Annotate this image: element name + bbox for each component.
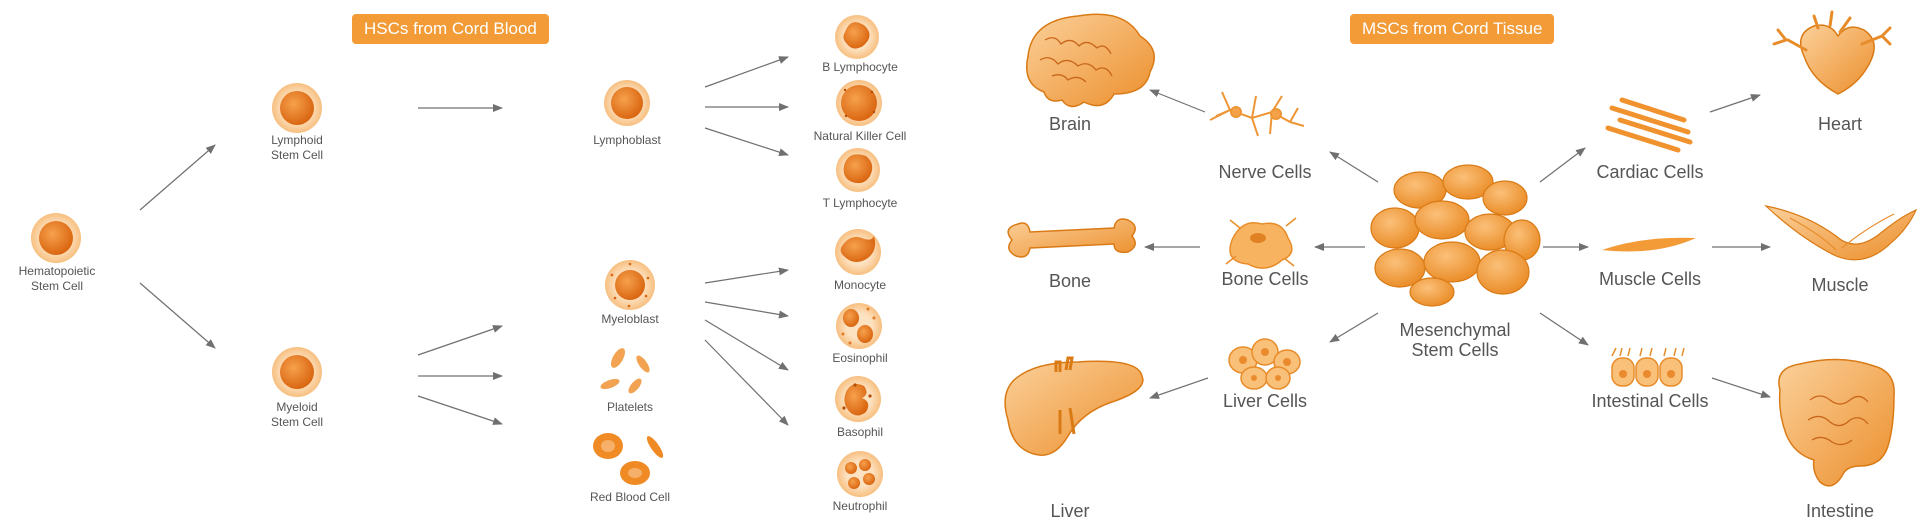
neutrophil-label: Neutrophil bbox=[832, 499, 888, 513]
nk-cell-image bbox=[836, 80, 882, 126]
msc-arrows bbox=[1144, 89, 1771, 399]
liver-cells-label: Liver Cells bbox=[1222, 391, 1308, 411]
arrow-to-t-lymphocyte bbox=[704, 127, 789, 157]
platelets-label: Platelets bbox=[606, 400, 654, 414]
basophil-label: Basophil bbox=[836, 425, 884, 439]
liver-cells-image bbox=[1228, 338, 1301, 390]
arrow-to-monocyte bbox=[704, 267, 789, 284]
platelets-image bbox=[600, 348, 650, 394]
arrow-livercells-to-liver bbox=[1149, 377, 1209, 399]
red-blood-cell-image bbox=[593, 433, 664, 485]
lymphoid-stem-cell-image bbox=[272, 83, 322, 133]
arrow-intestinal-to-intestine bbox=[1711, 377, 1771, 398]
arrow-nerve-to-brain bbox=[1149, 89, 1206, 113]
arrow-hsc-to-myeloid bbox=[139, 282, 216, 349]
msc-label-line2: Stem Cells bbox=[1411, 340, 1499, 360]
heart-image bbox=[1772, 10, 1892, 95]
hsc-arrows bbox=[139, 56, 789, 426]
msc-title-badge: MSCs from Cord Tissue bbox=[1350, 14, 1555, 44]
brain-label: Brain bbox=[1048, 114, 1092, 134]
hsc-title-badge: HSCs from Cord Blood bbox=[352, 14, 549, 44]
intestinal-cells-label: Intestinal Cells bbox=[1591, 391, 1709, 411]
nerve-cells-label: Nerve Cells bbox=[1218, 162, 1312, 182]
nk-cell-label: Natural Killer Cell bbox=[813, 129, 907, 143]
myeloid-stem-cell-image bbox=[272, 347, 322, 397]
hematopoietic-label-line2: Stem Cell bbox=[30, 279, 83, 293]
brain-image bbox=[1026, 13, 1155, 108]
cardiac-cells-image bbox=[1605, 97, 1693, 153]
nerve-cells-image bbox=[1209, 91, 1305, 137]
muscle-label: Muscle bbox=[1811, 275, 1869, 295]
myeloblast-label: Myeloblast bbox=[601, 312, 659, 326]
eosinophil-label: Eosinophil bbox=[832, 351, 888, 365]
intestinal-cells-image bbox=[1611, 347, 1685, 387]
hematopoietic-stem-cell-label: Hematopoietic Stem Cell bbox=[6, 264, 108, 294]
hematopoietic-label-line1: Hematopoietic bbox=[18, 264, 96, 278]
t-lymphocyte-label: T Lymphocyte bbox=[822, 196, 898, 210]
hematopoietic-stem-cell-image bbox=[31, 213, 81, 263]
monocyte-image bbox=[835, 229, 881, 275]
arrow-msc-to-liver bbox=[1329, 312, 1379, 343]
myeloid-stem-cell-label: Myeloid Stem Cell bbox=[252, 400, 342, 430]
arrow-to-basophil bbox=[704, 319, 789, 371]
myeloid-label-line1: Myeloid bbox=[276, 400, 318, 414]
basophil-image bbox=[835, 376, 881, 422]
t-lymphocyte-image bbox=[836, 148, 880, 192]
bone-cells-image bbox=[1225, 217, 1297, 269]
eosinophil-image bbox=[836, 303, 882, 349]
arrow-to-b-lymphocyte bbox=[704, 56, 789, 88]
myeloblast-image bbox=[605, 260, 655, 310]
liver-image bbox=[1004, 356, 1144, 456]
arrow-msc-to-cardiac bbox=[1539, 147, 1586, 183]
intestine-label: Intestine bbox=[1805, 501, 1875, 521]
liver-label: Liver bbox=[1050, 501, 1090, 521]
lymphoid-label-line1: Lymphoid bbox=[271, 133, 323, 147]
arrow-msc-to-intestinal bbox=[1539, 312, 1589, 346]
lymphoid-stem-cell-label: Lymphoid Stem Cell bbox=[252, 133, 342, 163]
mesenchymal-stem-cells-label: Mesenchymal Stem Cells bbox=[1370, 320, 1540, 360]
myeloid-label-line2: Stem Cell bbox=[270, 415, 323, 429]
lymphoid-label-line2: Stem Cell bbox=[270, 148, 323, 162]
arrow-msc-to-nerve bbox=[1329, 151, 1379, 183]
intestine-image bbox=[1778, 358, 1895, 487]
msc-label-line1: Mesenchymal bbox=[1399, 320, 1511, 340]
muscle-image bbox=[1764, 205, 1918, 261]
arrow-myeloid-to-myeloblast bbox=[417, 325, 503, 356]
arrow-to-neutrophil bbox=[704, 339, 789, 426]
b-lymphocyte-image bbox=[835, 15, 879, 59]
arrow-hsc-to-lymphoid bbox=[139, 144, 216, 211]
bone-cells-label: Bone Cells bbox=[1221, 269, 1309, 289]
neutrophil-image bbox=[837, 451, 883, 497]
arrow-cardiac-to-heart bbox=[1709, 94, 1761, 113]
arrow-myeloid-to-rbc bbox=[417, 395, 503, 425]
b-lymphocyte-label: B Lymphocyte bbox=[822, 60, 898, 74]
red-blood-cell-label: Red Blood Cell bbox=[589, 490, 671, 504]
cardiac-cells-label: Cardiac Cells bbox=[1596, 162, 1704, 182]
lymphoblast-image bbox=[604, 80, 650, 126]
heart-label: Heart bbox=[1817, 114, 1862, 134]
mesenchymal-stem-cells-image bbox=[1370, 164, 1541, 307]
arrow-to-eosinophil bbox=[704, 301, 789, 319]
monocyte-label: Monocyte bbox=[833, 278, 887, 292]
lymphoblast-label: Lymphoblast bbox=[593, 133, 661, 147]
bone-image bbox=[1007, 218, 1136, 258]
muscle-cells-image bbox=[1602, 237, 1696, 252]
bone-label: Bone bbox=[1048, 271, 1092, 291]
muscle-cells-label: Muscle Cells bbox=[1598, 269, 1702, 289]
